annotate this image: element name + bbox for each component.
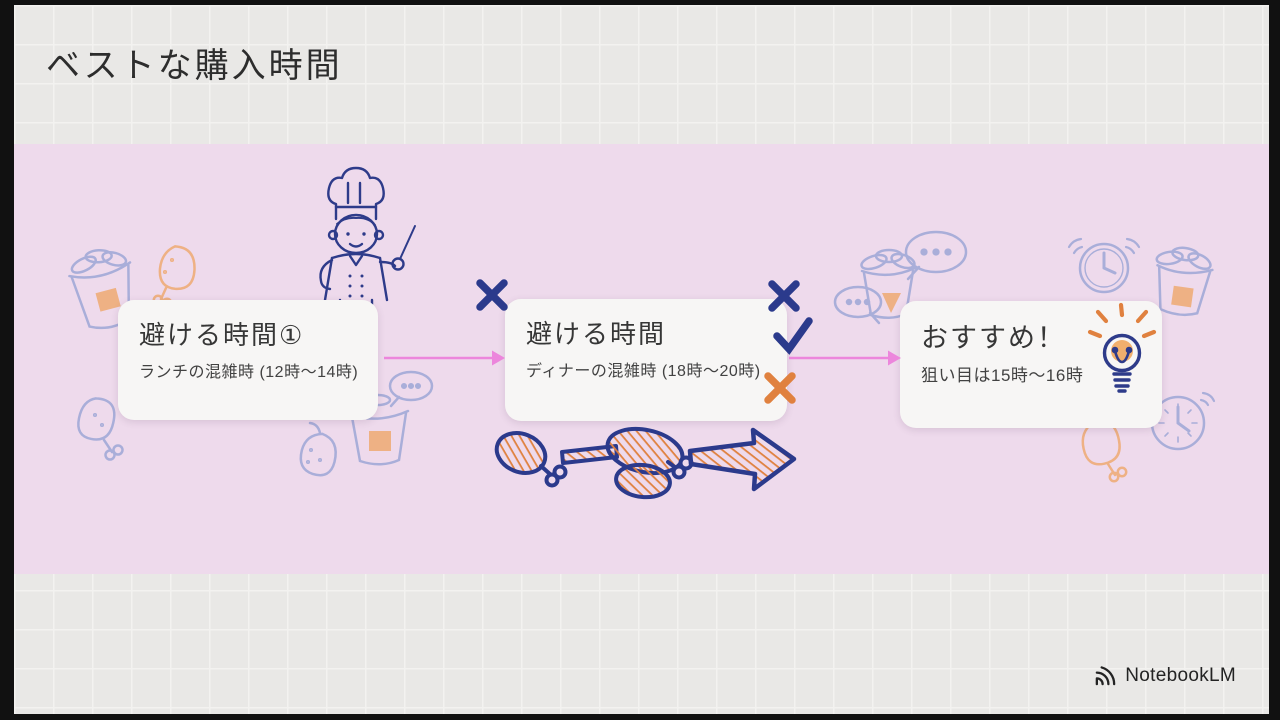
notebooklm-logo-icon <box>1095 666 1116 686</box>
slide-title: ベストな購入時間 <box>46 47 343 85</box>
slide-stage: ベストな購入時間 <box>14 5 1269 714</box>
flow-card-avoid-1: 避ける時間① ランチの混雑時 (12時〜14時) <box>118 300 378 420</box>
card-title: 避ける時間① <box>139 320 305 350</box>
card-title: 避ける時間 <box>526 319 667 349</box>
lightbulb-icon <box>1087 302 1157 393</box>
card-subtitle: ディナーの混雑時 (18時〜20時) <box>526 363 761 380</box>
flow-card-recommend: おすすめ！ 狙い目は15時〜16時 <box>900 301 1162 428</box>
card-title: おすすめ！ <box>921 323 1066 353</box>
card-subtitle: ランチの混雑時 (12時〜14時) <box>139 364 359 381</box>
card-subtitle: 狙い目は15時〜16時 <box>921 366 1084 385</box>
flow-card-avoid-2: 避ける時間 ディナーの混雑時 (18時〜20時) <box>505 299 787 421</box>
brand-footer: NotebookLM <box>1093 663 1236 688</box>
brand-name: NotebookLM <box>1125 664 1236 686</box>
